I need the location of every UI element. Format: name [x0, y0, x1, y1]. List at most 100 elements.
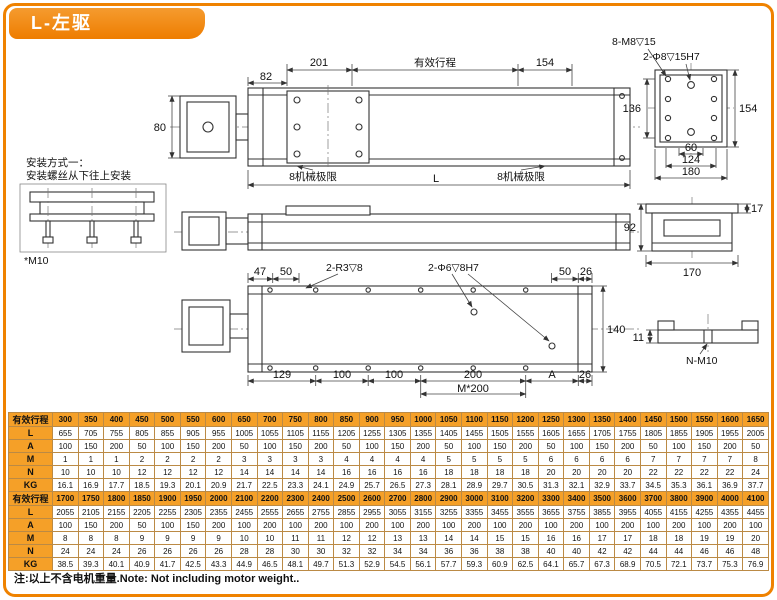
spec-cell: 8	[103, 531, 130, 545]
spec-cell: 350	[77, 412, 105, 427]
spec-cell: 100	[52, 518, 79, 532]
dim-136: 136	[623, 103, 641, 115]
spec-cell: 16	[333, 465, 360, 479]
spec-cell: 18	[435, 465, 462, 479]
spec-cell: 3400	[563, 491, 590, 506]
callout-pin8: 2-Φ8▽15H7	[643, 51, 700, 63]
spec-cell: 2205	[128, 505, 156, 519]
spec-cell: 1600	[716, 412, 744, 427]
spec-cell: 43.3	[205, 557, 232, 571]
dim-60: 60	[685, 142, 697, 154]
spec-cell: 150	[282, 439, 309, 453]
spec-cell: 7	[716, 452, 744, 466]
spec-cell: 200	[205, 518, 232, 532]
spec-cell: 40	[563, 544, 590, 558]
spec-cell: 750	[282, 412, 309, 427]
spec-cell: 22	[639, 465, 667, 479]
spec-cell: 12	[358, 531, 386, 545]
spec-cell: 18	[461, 465, 488, 479]
spec-cell: 3	[230, 452, 258, 466]
dim-140: 140	[607, 324, 625, 336]
spec-cell: 1305	[384, 426, 411, 440]
spec-cell: 24	[77, 544, 105, 558]
spec-cell: 9	[179, 531, 207, 545]
spec-cell: 3900	[691, 491, 718, 506]
spec-cell: 41.7	[154, 557, 181, 571]
callout-pin6: 2-Φ6▽8H7	[428, 262, 479, 274]
spec-cell: 68.9	[614, 557, 641, 571]
spec-cell: 300	[52, 412, 79, 427]
spec-cell: 42.5	[179, 557, 207, 571]
spec-cell: 32	[358, 544, 386, 558]
spec-cell: 56.1	[409, 557, 437, 571]
spec-cell: 550	[179, 412, 207, 427]
spec-cell: 38	[486, 544, 514, 558]
spec-cell: 1050	[435, 412, 462, 427]
spec-cell: 3500	[588, 491, 616, 506]
row-label: N	[8, 465, 53, 479]
spec-cell: 18.5	[128, 478, 156, 492]
spec-cell: 76.9	[742, 557, 769, 571]
dim-L: L	[433, 173, 439, 185]
end-view-dimensions: 92 17 170	[624, 203, 764, 279]
spec-cell: 800	[307, 412, 335, 427]
dim-201: 201	[310, 57, 328, 69]
spec-cell: 200	[461, 518, 488, 532]
spec-cell: 1	[52, 452, 79, 466]
spec-cell: 18	[665, 531, 693, 545]
spec-cell: 500	[154, 412, 181, 427]
spec-cell: 100	[256, 439, 284, 453]
spec-cell: 700	[256, 412, 284, 427]
spec-cell: 16	[537, 531, 565, 545]
spec-cell: 8	[52, 531, 79, 545]
spec-cell: 59.3	[461, 557, 488, 571]
spec-cell: 3055	[384, 505, 411, 519]
spec-cell: 9	[154, 531, 181, 545]
spec-cell: 12	[154, 465, 181, 479]
spec-cell: 1700	[52, 491, 79, 506]
spec-cell: 14	[256, 465, 284, 479]
spec-cell: 100	[384, 518, 411, 532]
spec-cell: 34	[409, 544, 437, 558]
technical-drawing: 201 有效行程 154 82 80 8机械极限 8机械极限 L 8-M8▽15…	[19, 36, 764, 398]
spec-cell: 2500	[333, 491, 360, 506]
spec-cell: 2	[154, 452, 181, 466]
spec-cell: 2	[205, 452, 232, 466]
spec-cell: 200	[205, 439, 232, 453]
spec-cell: 2200	[256, 491, 284, 506]
spec-cell: 24	[52, 544, 79, 558]
spec-cell: 1105	[282, 426, 309, 440]
spec-cell: 1705	[588, 426, 616, 440]
dim-100-b: 100	[385, 369, 403, 381]
spec-cell: 755	[103, 426, 130, 440]
spec-cell: 150	[77, 439, 105, 453]
spec-cell: 38.5	[52, 557, 79, 571]
spec-cell: 42	[588, 544, 616, 558]
spec-cell: 60.9	[486, 557, 514, 571]
spec-cell: 8	[77, 531, 105, 545]
dim-82: 82	[260, 71, 272, 83]
spec-cell: 35.3	[665, 478, 693, 492]
spec-cell: 200	[358, 518, 386, 532]
spec-cell: 30.5	[512, 478, 539, 492]
spec-cell: 1905	[691, 426, 718, 440]
spec-cell: 1055	[256, 426, 284, 440]
spec-cell: 2300	[282, 491, 309, 506]
spec-cell: 18	[639, 531, 667, 545]
spec-cell: 3255	[435, 505, 462, 519]
spec-cell: 20	[614, 465, 641, 479]
spec-cell: 2355	[205, 505, 232, 519]
spec-cell: 100	[435, 518, 462, 532]
row-label: KG	[8, 478, 53, 492]
spec-cell: 9	[128, 531, 156, 545]
spec-cell: 40.1	[103, 557, 130, 571]
dim-170: 170	[683, 267, 701, 279]
base-section-drawing	[657, 314, 759, 352]
spec-cell: 2455	[230, 505, 258, 519]
spec-cell: 2955	[358, 505, 386, 519]
spec-cell: 1555	[512, 426, 539, 440]
spec-cell: 17	[614, 531, 641, 545]
